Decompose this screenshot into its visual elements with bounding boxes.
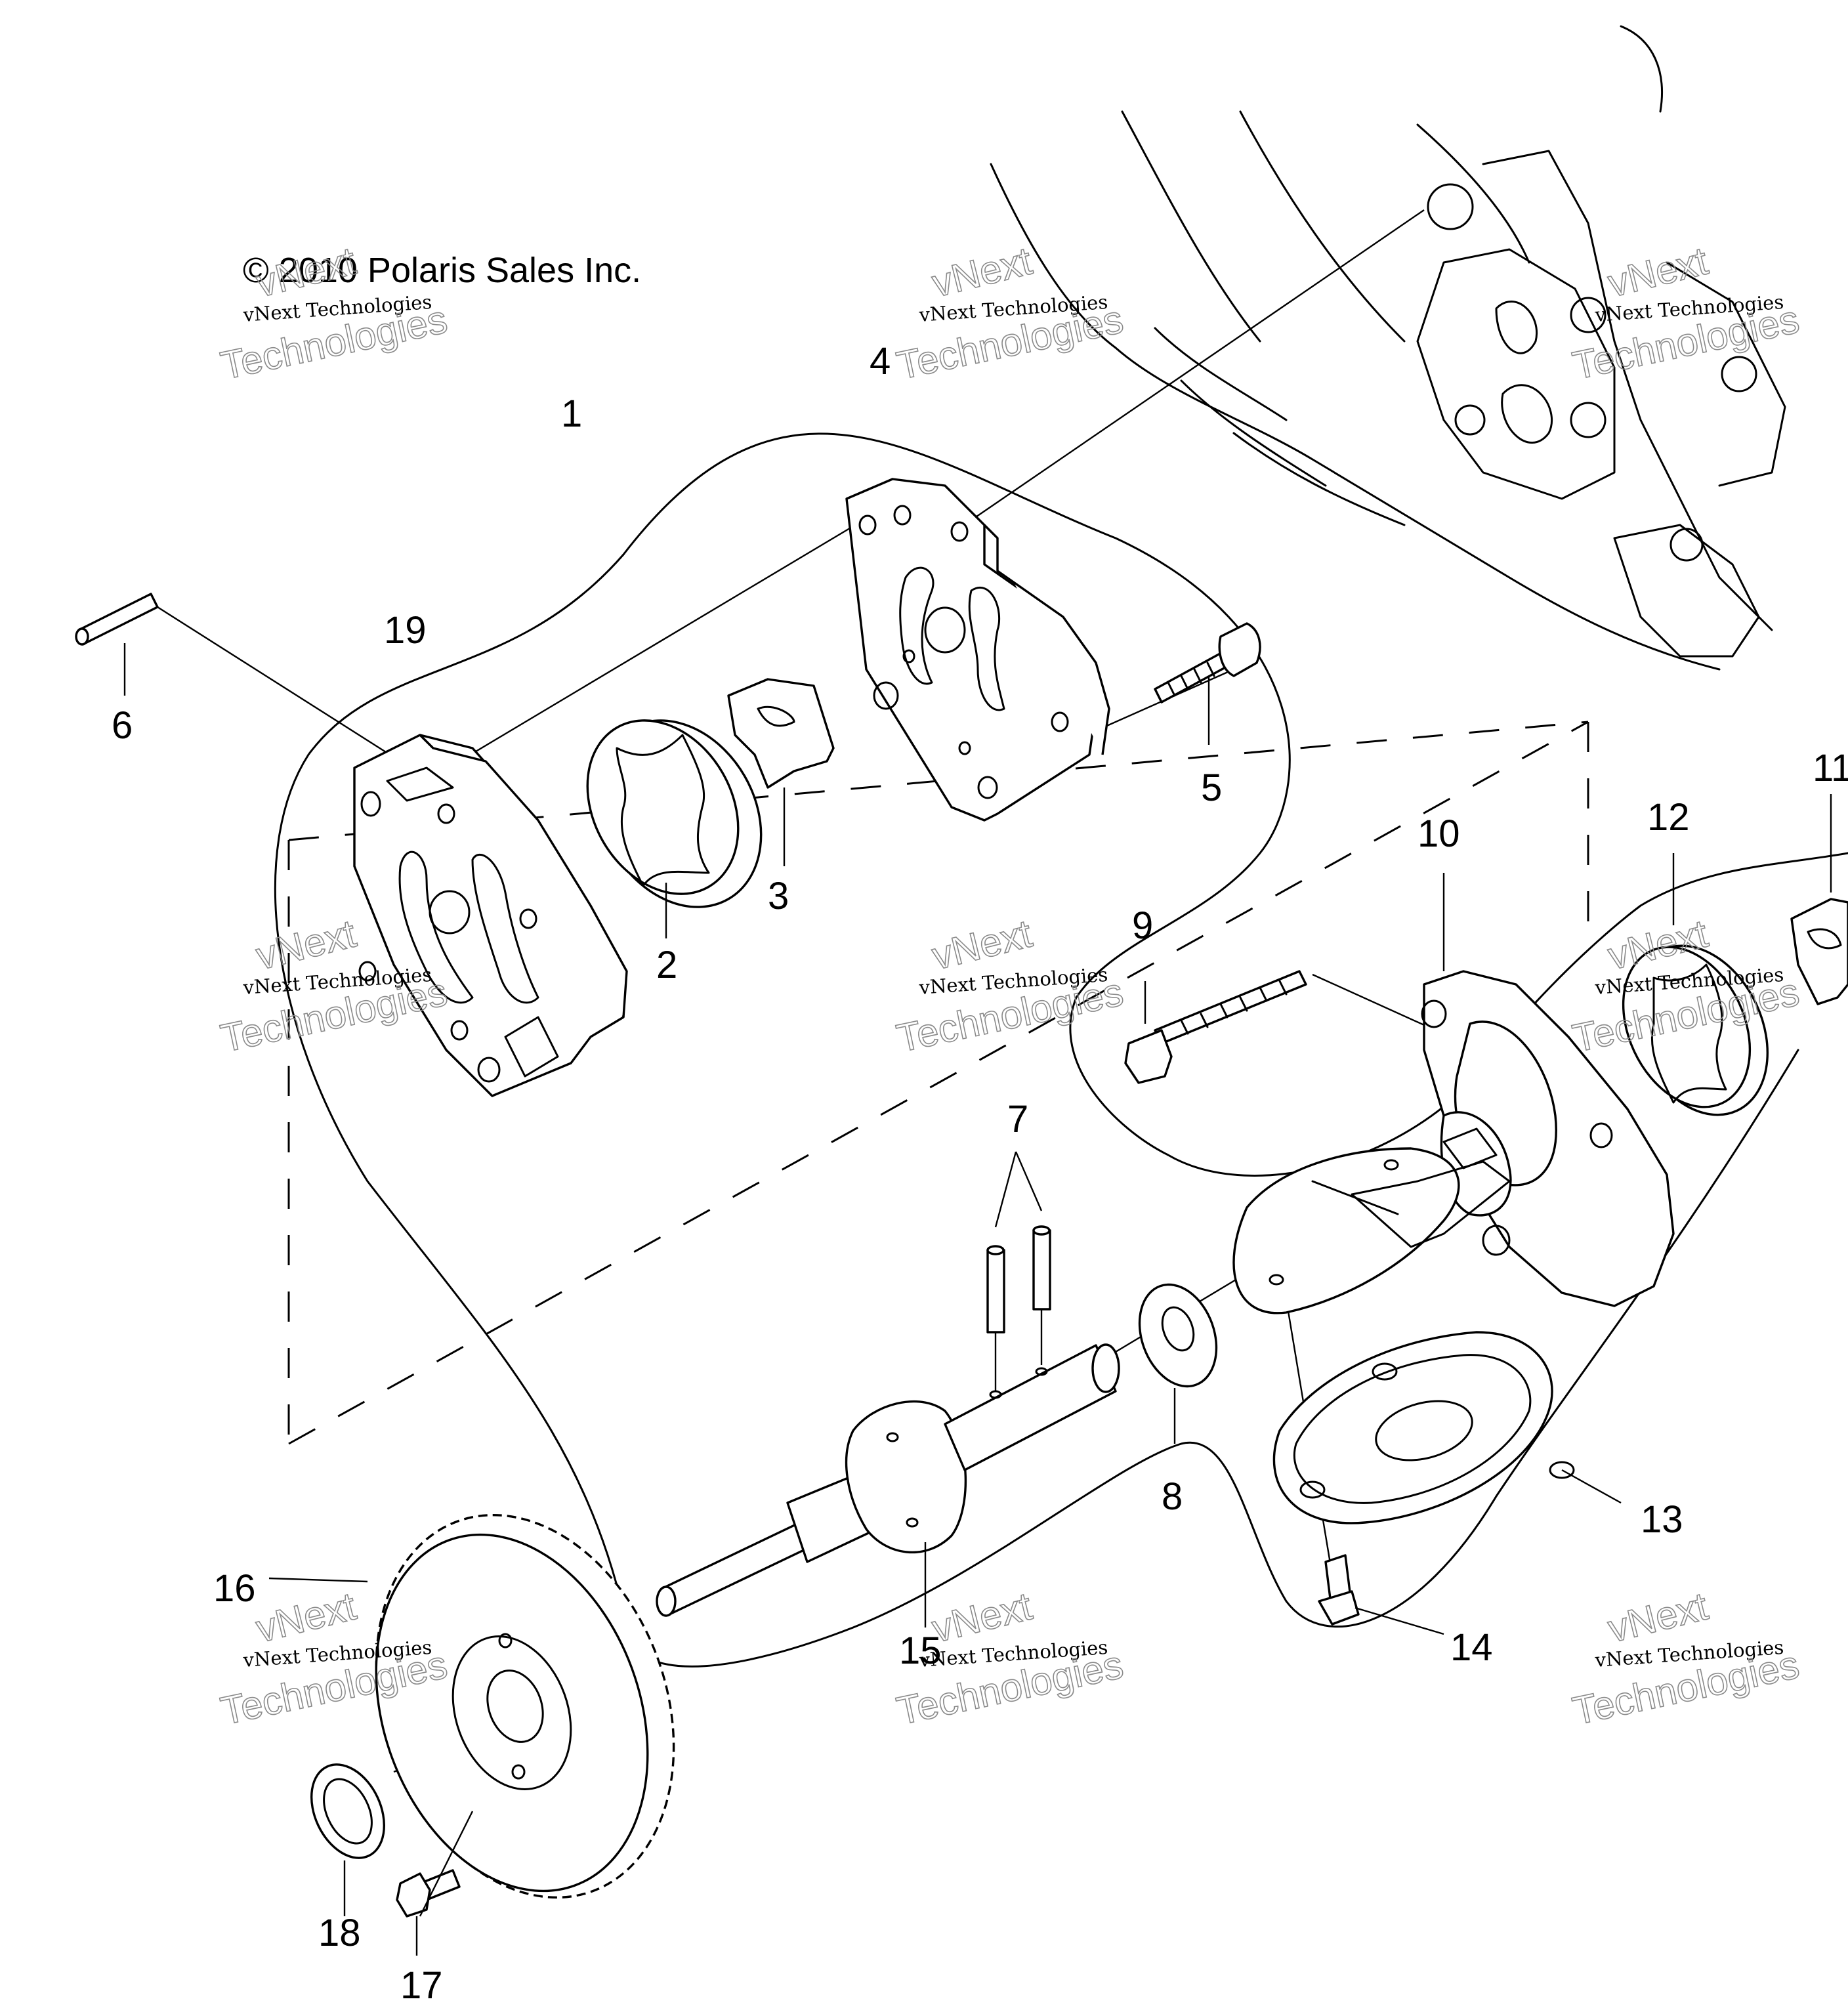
copyright-text: © 2010 Polaris Sales Inc.	[243, 251, 641, 290]
washer-18	[310, 1763, 386, 1916]
gasket-13	[1272, 1331, 1622, 1524]
svg-text:vNext: vNext	[928, 238, 1036, 305]
callout-12: 12	[1647, 796, 1690, 839]
outer-rotor-12	[1622, 853, 1769, 1116]
callout-13: 13	[1641, 1498, 1683, 1541]
callout-7: 7	[1007, 1098, 1028, 1141]
callout-2: 2	[656, 944, 677, 986]
pin-6	[75, 593, 159, 696]
callout-9: 9	[1132, 904, 1153, 947]
dowel-pins-7	[986, 1151, 1051, 1391]
washer-8	[1138, 1283, 1218, 1444]
screw-14	[1318, 1554, 1444, 1635]
svg-text:vNext: vNext	[252, 1584, 360, 1650]
callout-17: 17	[400, 1964, 443, 2007]
callout-3: 3	[768, 875, 789, 917]
callout-16: 16	[213, 1567, 256, 1610]
callout-18: 18	[318, 1912, 361, 1954]
callout-19: 19	[384, 609, 427, 652]
gear-16	[268, 1513, 675, 1899]
svg-text:vNext: vNext	[252, 238, 360, 305]
callout-8: 8	[1162, 1475, 1183, 1518]
pump-cover-4	[845, 478, 1110, 822]
svg-text:vNext: vNext	[928, 1584, 1036, 1650]
pump-assembly-outline	[622, 432, 1848, 1177]
watermark: vNext vNext Technologies Technologies	[892, 238, 1127, 388]
pickup-housing	[1232, 1147, 1511, 1314]
callout-labels: 1 2 3 4 5 6 7 8 9 10 11 12 13 14 15 16 1…	[112, 340, 1848, 2007]
dashed-reference-box	[287, 721, 1589, 1445]
watermark: vNext vNext Technologies Technologies	[892, 1584, 1127, 1734]
pump-body-19	[353, 734, 628, 1097]
bolt-17	[396, 1811, 474, 1956]
callout-11: 11	[1813, 747, 1848, 789]
svg-text:vNext: vNext	[928, 911, 1036, 978]
callout-15: 15	[899, 1629, 942, 1672]
svg-text:vNext: vNext	[1604, 238, 1712, 305]
svg-text:vNext: vNext	[252, 911, 360, 978]
callout-5: 5	[1201, 766, 1222, 809]
watermark: vNext vNext Technologies Technologies	[892, 911, 1127, 1061]
watermark: vNext vNext Technologies Technologies	[1568, 1584, 1803, 1734]
callout-1: 1	[561, 392, 582, 435]
callout-4: 4	[870, 340, 891, 383]
bolt-5	[1154, 622, 1261, 745]
inner-rotor-11	[1790, 794, 1848, 1005]
inner-rotor-3	[727, 678, 835, 866]
shaft-15	[656, 1343, 1120, 1628]
bolt-9	[1124, 970, 1307, 1084]
callout-14: 14	[1450, 1626, 1493, 1669]
engine-case	[990, 25, 1786, 671]
svg-text:vNext: vNext	[1604, 1584, 1712, 1650]
callout-10: 10	[1418, 812, 1460, 855]
watermark: vNext vNext Technologies Technologies	[1568, 238, 1803, 388]
outer-rotor-2	[586, 719, 763, 938]
callout-6: 6	[112, 704, 133, 747]
